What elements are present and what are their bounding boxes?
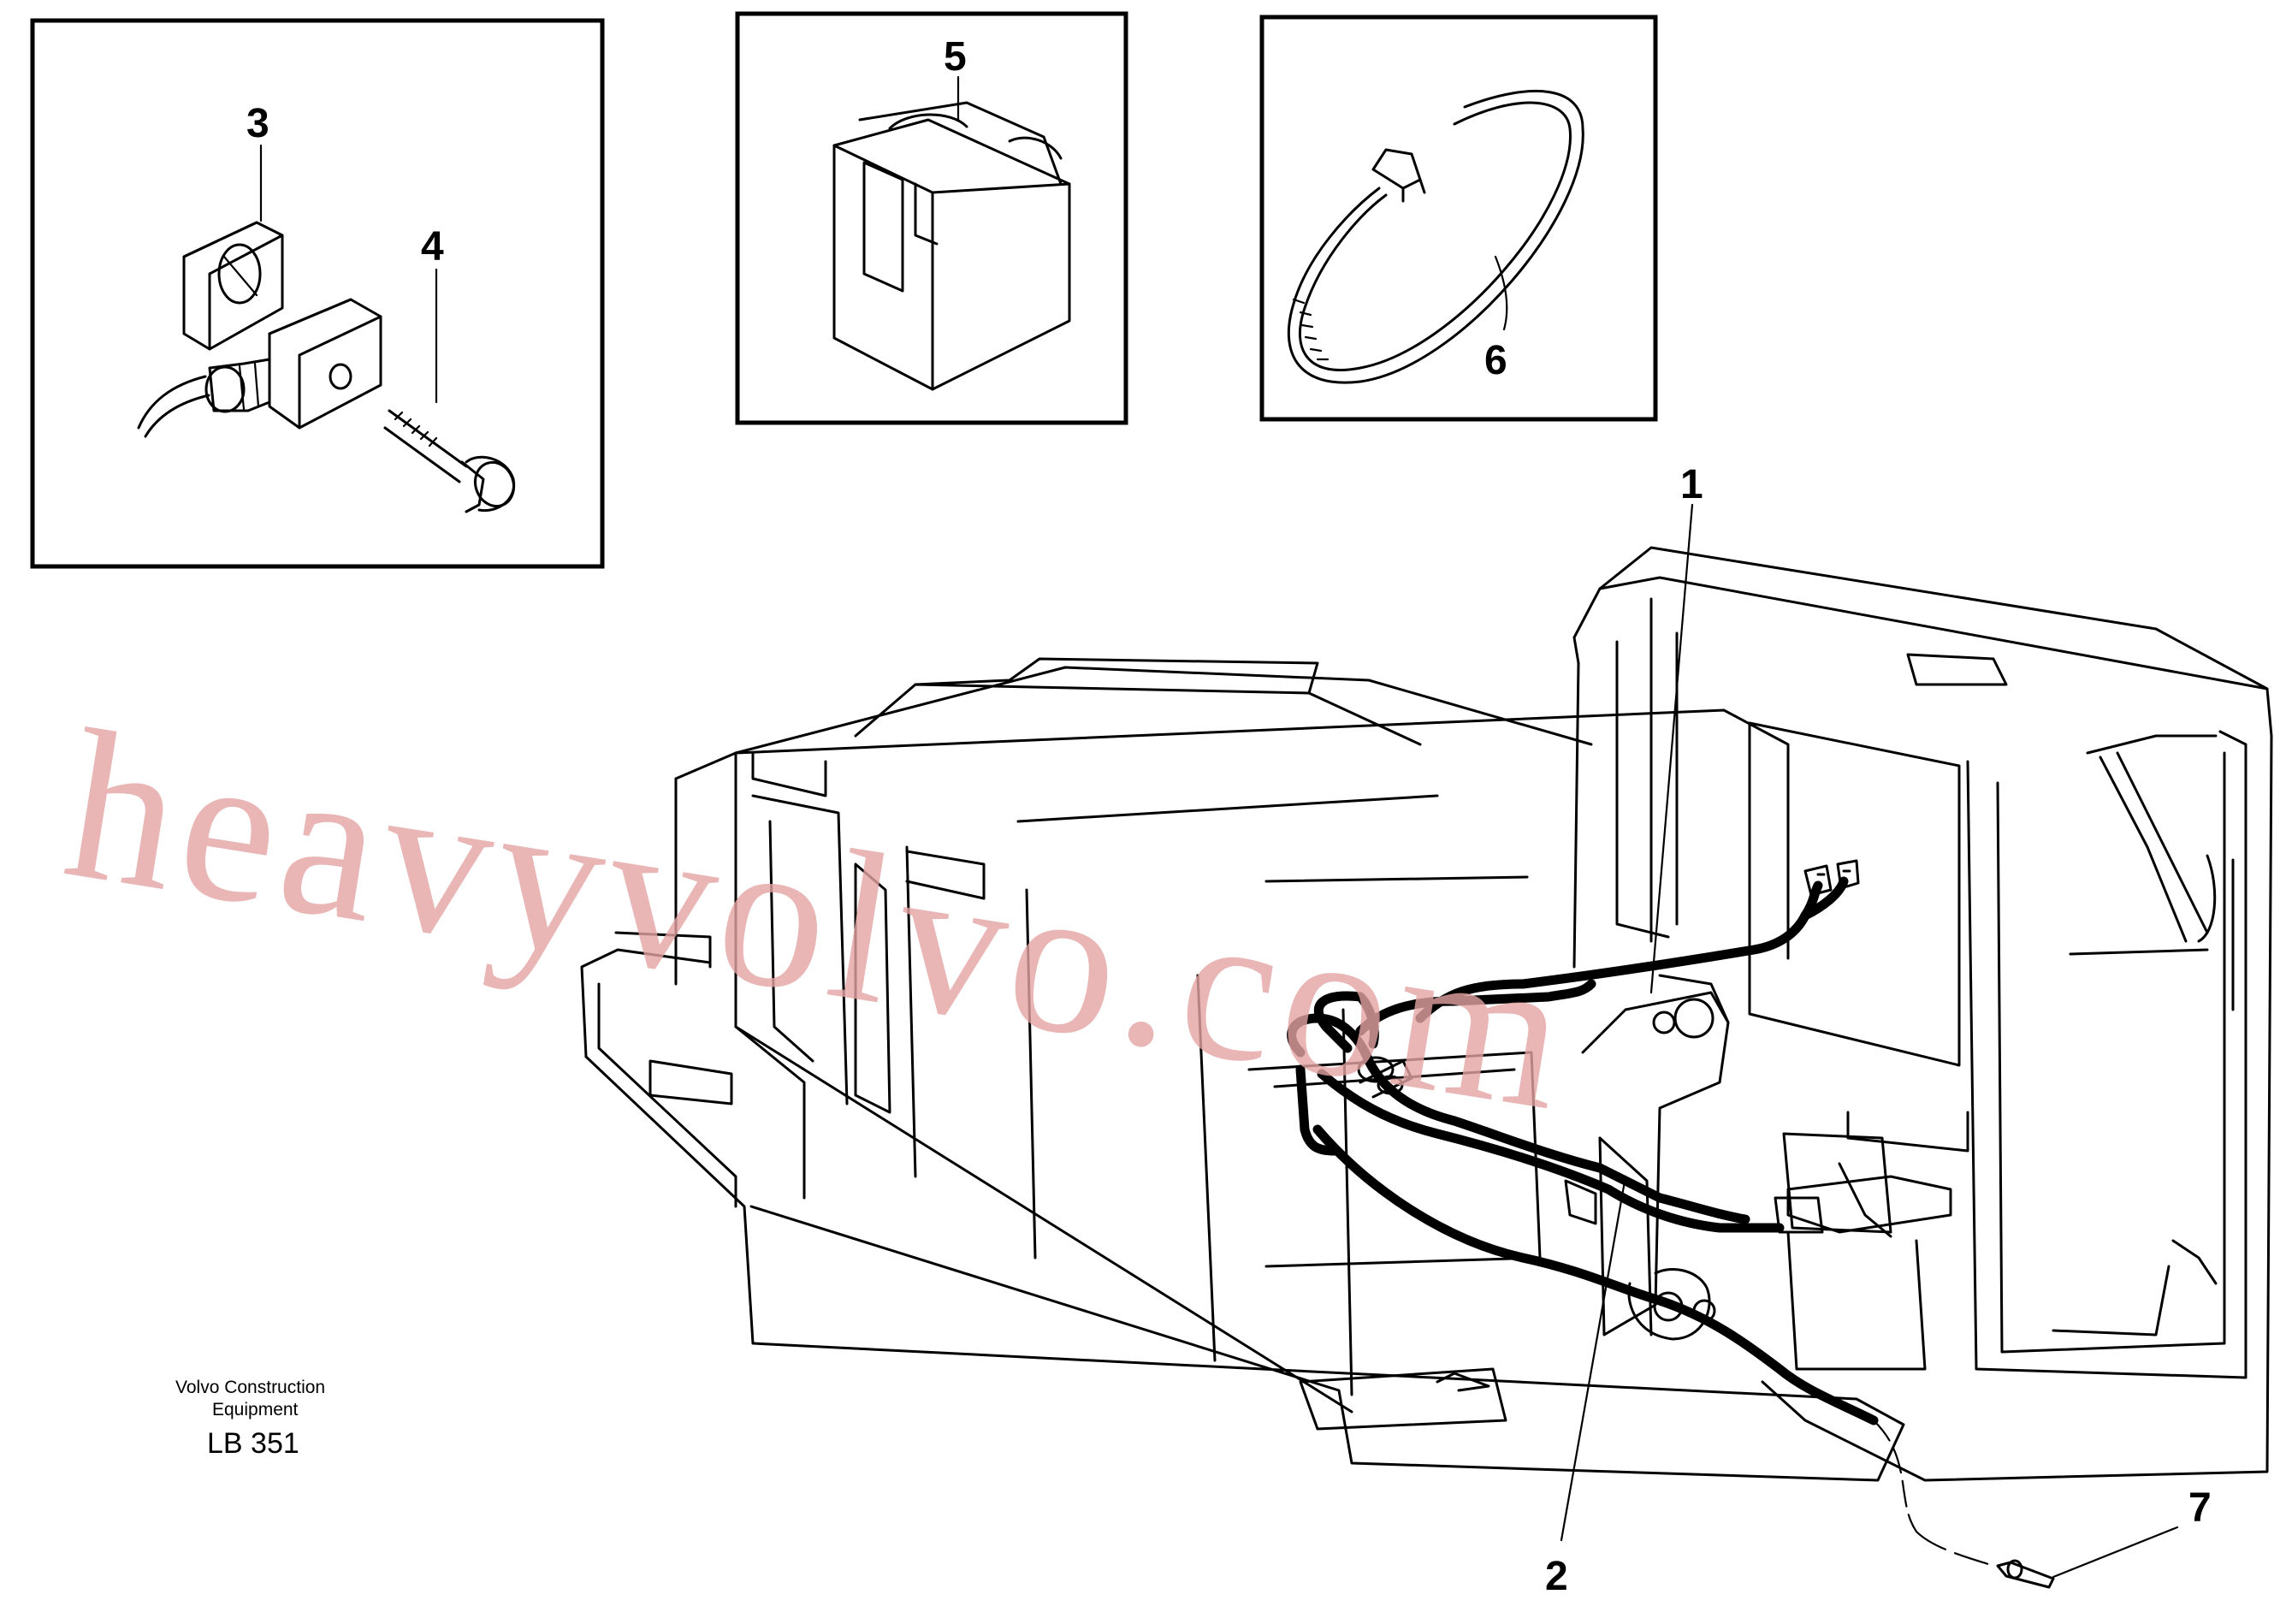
leader-7 — [2052, 1526, 2179, 1579]
watermark: heavyvolvo.com — [52, 685, 1586, 1157]
callout-4: 4 — [421, 224, 444, 270]
callout-3: 3 — [246, 101, 269, 146]
sensor-body-part — [137, 298, 382, 438]
footer-company-line2: Equipment — [212, 1400, 299, 1420]
footer-company-line1: Volvo Construction — [175, 1378, 325, 1397]
leader-2 — [1560, 1175, 1627, 1542]
sensor-bracket-part — [182, 221, 284, 351]
callout-7: 7 — [2188, 1485, 2212, 1531]
wiring-harness — [1287, 859, 2055, 1589]
detail-box-cable-tie: 6 — [1259, 15, 1658, 422]
publisher-footer: Volvo Construction Equipment LB 351 — [175, 1378, 325, 1460]
footer-code: LB 351 — [207, 1427, 299, 1460]
callout-1: 1 — [1680, 462, 1703, 507]
detail-box-relay: 5 — [735, 11, 1128, 425]
bolt-part — [383, 409, 516, 513]
relay-part — [832, 101, 1071, 391]
leader-1 — [1649, 503, 1694, 994]
detail-box-sensor: 3 4 — [30, 18, 605, 569]
cable-tie-part — [1287, 90, 1584, 384]
leader-6 — [1494, 255, 1508, 331]
callout-2: 2 — [1545, 1554, 1568, 1599]
callout-5: 5 — [944, 34, 967, 80]
excavator-upper-structure — [580, 546, 2273, 1482]
callout-6: 6 — [1484, 338, 1507, 383]
